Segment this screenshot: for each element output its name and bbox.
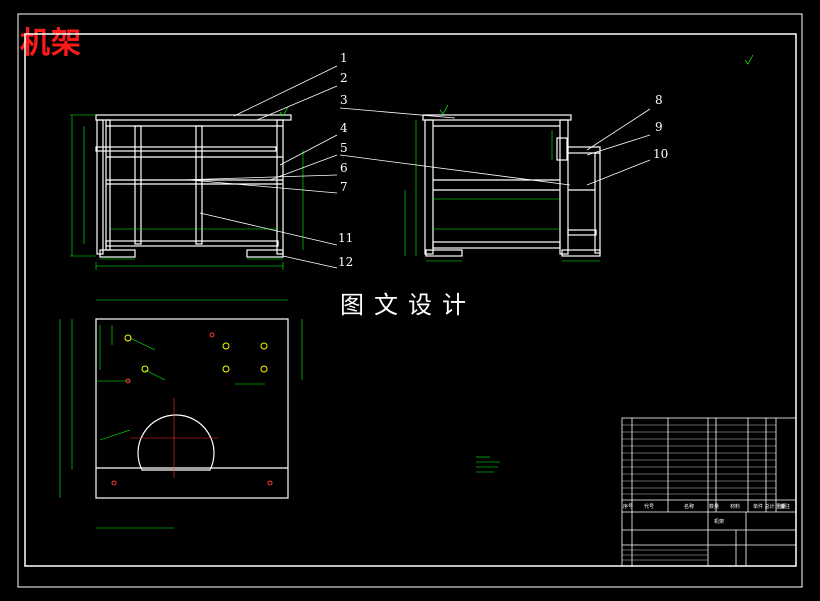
title-block <box>621 417 797 567</box>
technical-notes <box>476 456 500 473</box>
inner-border <box>24 33 797 567</box>
title-block-rows <box>622 424 776 561</box>
header-cell: 材料 <box>730 503 740 510</box>
outer-border <box>17 13 803 588</box>
plan-view-centerlines <box>130 398 218 478</box>
part-numbers: 1 2 3 4 5 6 7 8 9 10 11 12 <box>338 51 668 269</box>
side-view-dims <box>404 120 600 262</box>
part-label: 9 <box>655 120 663 134</box>
plan-view-dims <box>59 299 303 529</box>
part-label: 11 <box>338 231 353 245</box>
header-cell: 序号 <box>623 503 633 510</box>
part-label: 4 <box>340 121 348 135</box>
header-cell: 代号 <box>644 503 654 510</box>
part-label: 10 <box>653 147 668 161</box>
part-label: 8 <box>655 93 663 107</box>
title-block-header: 序号 代号 名称 数量 材料 单件 总计 重量 备注 机架 <box>623 503 790 525</box>
part-label: 7 <box>340 180 348 194</box>
front-view <box>95 114 292 258</box>
front-view-dims <box>70 114 304 270</box>
drawing-name-cell: 机架 <box>714 518 724 525</box>
surface-roughness-marks <box>279 54 754 117</box>
part-label: 3 <box>340 93 348 107</box>
header-cell: 名称 <box>684 503 694 510</box>
part-label: 12 <box>338 255 353 269</box>
plan-view <box>95 318 289 499</box>
header-cell: 单件 总计 重量 <box>753 503 786 510</box>
leader-lines <box>179 65 651 269</box>
mounting-holes <box>124 334 268 373</box>
part-label: 5 <box>340 141 348 155</box>
corner-markers <box>111 332 273 486</box>
header-cell: 备注 <box>780 503 790 510</box>
header-cell: 数量 <box>709 503 719 510</box>
side-view <box>422 114 601 257</box>
watermark-text: 图文设计 <box>340 291 476 319</box>
part-label: 6 <box>340 161 348 175</box>
drawing-title: 机架 <box>20 26 82 61</box>
part-label: 1 <box>340 51 348 65</box>
part-label: 2 <box>340 71 348 85</box>
